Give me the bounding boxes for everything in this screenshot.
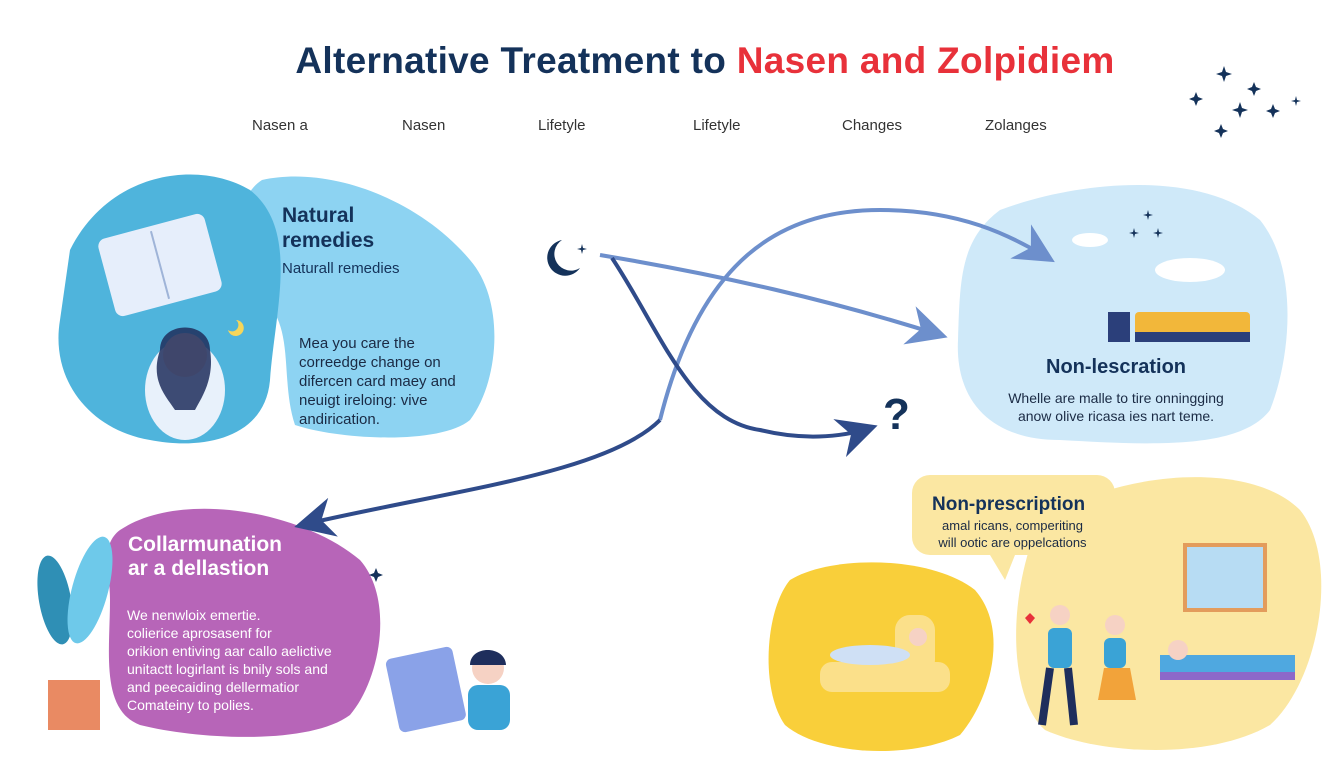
non-lescration-heading: Non-lescration (1046, 356, 1187, 378)
body-line: andirication. (299, 411, 380, 428)
nav-label: Zolanges (985, 117, 1047, 134)
collaboration-heading: ar a dellastion (128, 557, 270, 580)
nav-label: Lifetyle (538, 117, 586, 134)
body-line: colierice aprosasenf for (127, 625, 272, 641)
body-line: orikion entiving aar callo aelictive (127, 643, 332, 659)
body-line: neuigt ireloing: vive (299, 392, 428, 409)
arrow-moon-to-nonlescration (599, 253, 948, 345)
natural-remedies-blob (241, 176, 495, 438)
collaboration-heading: Collarmunation (128, 533, 283, 556)
body-line: difercen card maey and (299, 373, 456, 390)
nav-label: Lifetyle (693, 117, 741, 134)
moon-icon (228, 320, 244, 336)
body-line: We nenwloix emertie. (127, 607, 261, 623)
body-line: and peecaiding dellermatior (127, 679, 299, 695)
body-line: Whelle are malle to tire onningging (1008, 390, 1224, 406)
non-prescription-heading: Non-prescription (932, 494, 1086, 515)
natural-remedies-subheading: Naturall remedies (282, 260, 400, 277)
natural-remedies-heading: Natural remedies (282, 204, 375, 252)
nav-label: Nasen a (252, 117, 308, 134)
body-line: will ootic are oppelcations (938, 535, 1087, 550)
body-line: amal ricans, comperiting (942, 518, 1083, 533)
nav-label: Nasen (402, 117, 446, 134)
clipboard-icon (385, 646, 466, 733)
page-title: Alternative Treatment to Nasen and Zolpi… (295, 40, 1115, 81)
plant-pot (48, 680, 100, 730)
nav-label: Changes (842, 117, 903, 134)
question-mark: ? (883, 390, 910, 439)
crescent-moon-icon (547, 240, 580, 276)
body-line: correedge change on (299, 354, 441, 371)
arrow-to-nonlescration-top (658, 207, 1055, 421)
body-line: Mea you care the (299, 335, 415, 352)
body-line: unitactt logirlant is bnily sols and (127, 661, 328, 677)
window-icon (1183, 543, 1267, 612)
collaboration-blob (107, 508, 381, 737)
arrow-to-collaboration (294, 418, 662, 537)
sparkle-icons (369, 66, 1301, 582)
body-line: Comateiny to polies. (127, 697, 254, 713)
body-line: anow olive ricasa ies nart teme. (1017, 408, 1215, 424)
arrow-to-question (610, 256, 878, 458)
